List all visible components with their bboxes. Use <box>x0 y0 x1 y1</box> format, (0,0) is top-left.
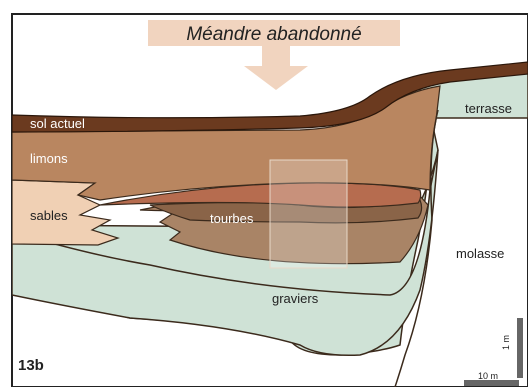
label-limons: limons <box>30 151 68 166</box>
label-molasse: molasse <box>456 246 504 261</box>
label-tourbes: tourbes <box>210 211 254 226</box>
scale-vertical-bar <box>517 318 523 378</box>
label-sol-actuel: sol actuel <box>30 116 85 131</box>
label-terrasse: terrasse <box>465 101 512 116</box>
sample-window <box>270 160 347 268</box>
label-graviers: graviers <box>272 291 319 306</box>
label-sables: sables <box>30 208 68 223</box>
figure-number: 13b <box>18 357 44 374</box>
scale-vertical-label: 1 m <box>501 335 511 350</box>
scale-horizontal-label: 10 m <box>478 371 498 381</box>
diagram-title: Méandre abandonné <box>186 24 361 45</box>
